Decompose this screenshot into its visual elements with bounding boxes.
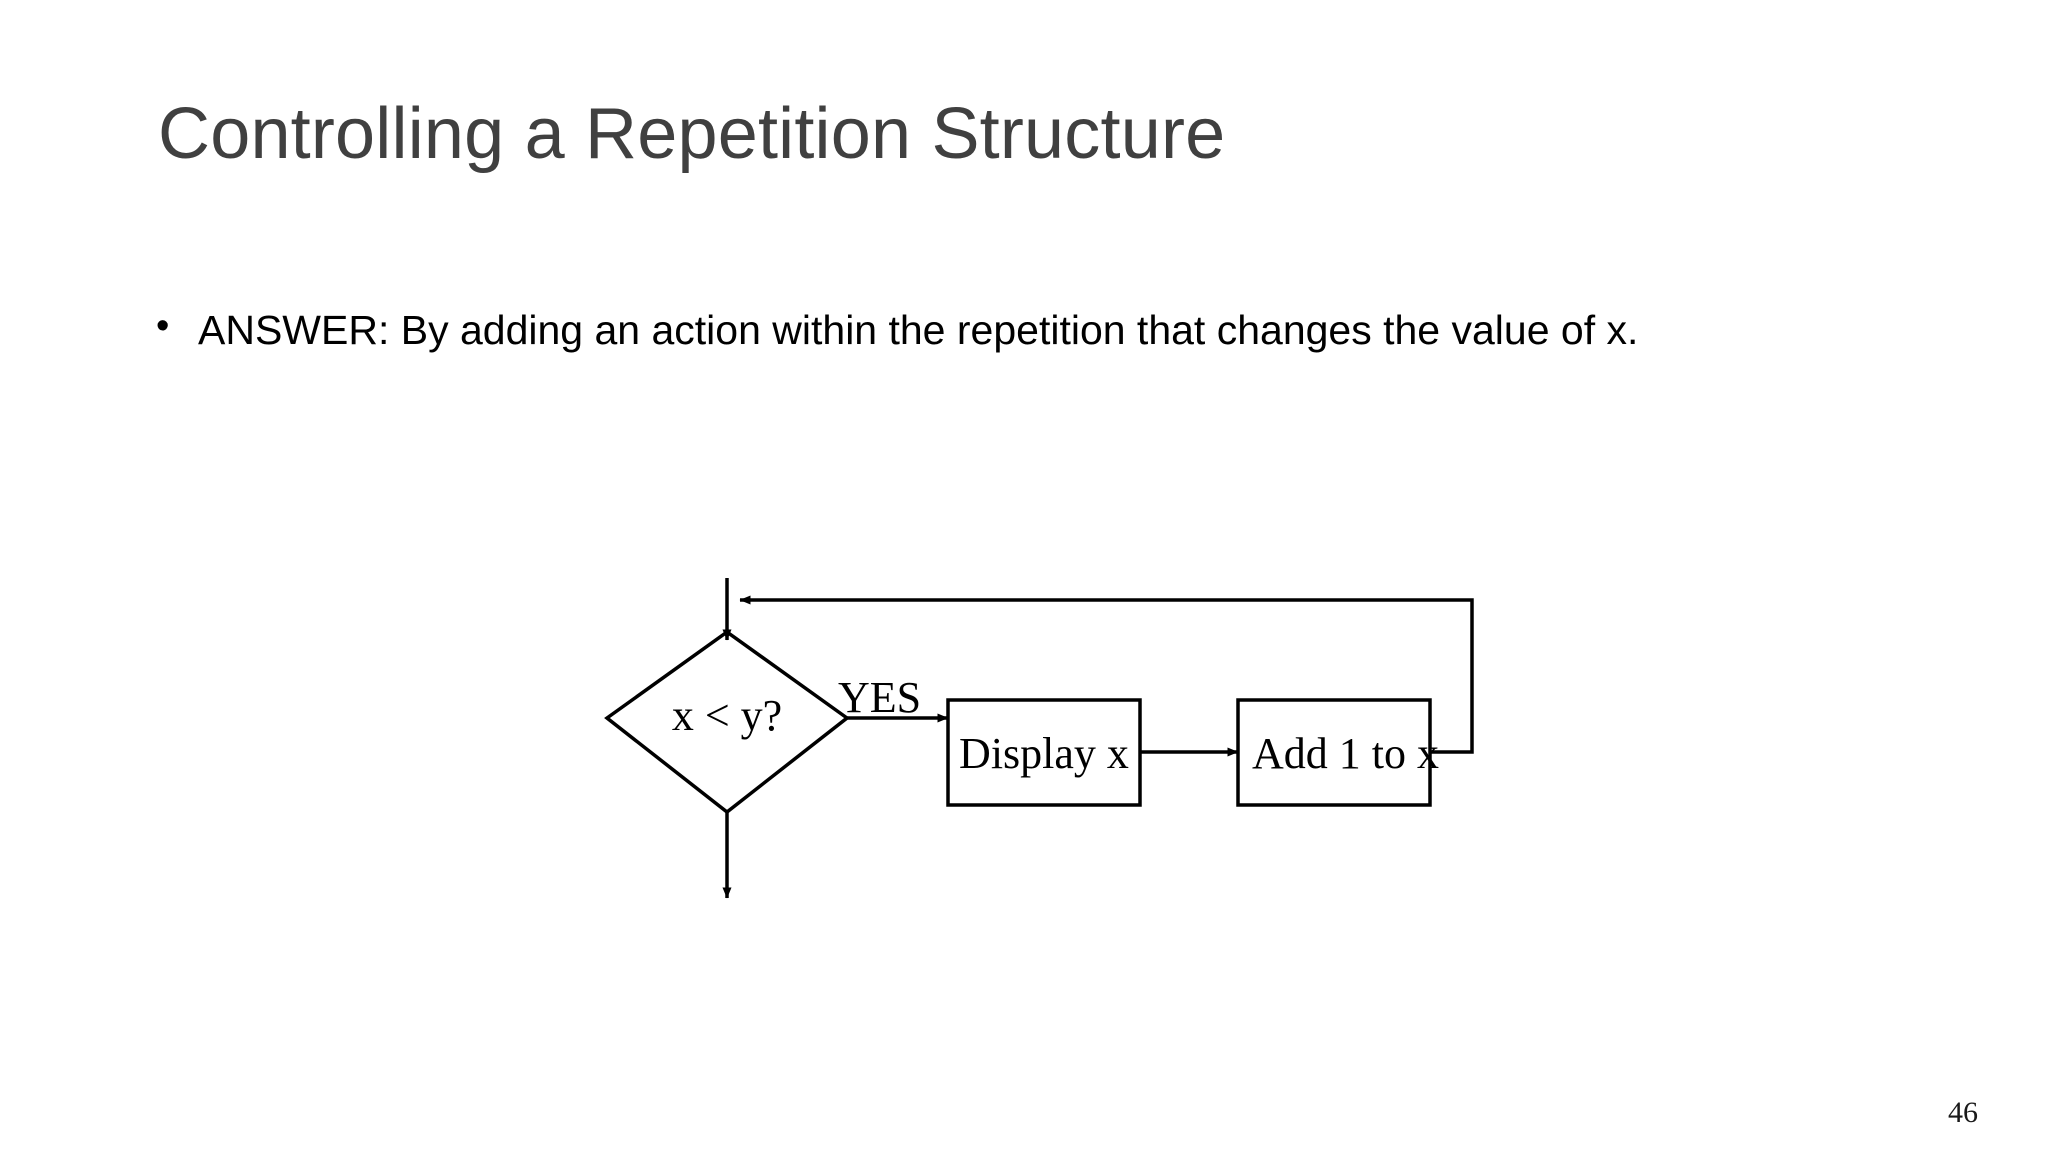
- page-number: 46: [1948, 1096, 1978, 1129]
- page-title: Controlling a Repetition Structure: [158, 94, 1226, 174]
- list-item: • ANSWER: By adding an action within the…: [150, 305, 1930, 356]
- decision-label: x < y?: [671, 691, 783, 740]
- branch-label-yes: YES: [838, 673, 922, 722]
- bullet-dot-icon: •: [156, 305, 170, 347]
- process-label-display-x: Display x: [959, 729, 1129, 778]
- list-item-label: ANSWER: By adding an action within the r…: [198, 307, 1639, 353]
- process-label-add-1-to-x: Add 1 to x: [1252, 729, 1439, 778]
- body-bullet-list: • ANSWER: By adding an action within the…: [150, 305, 1930, 356]
